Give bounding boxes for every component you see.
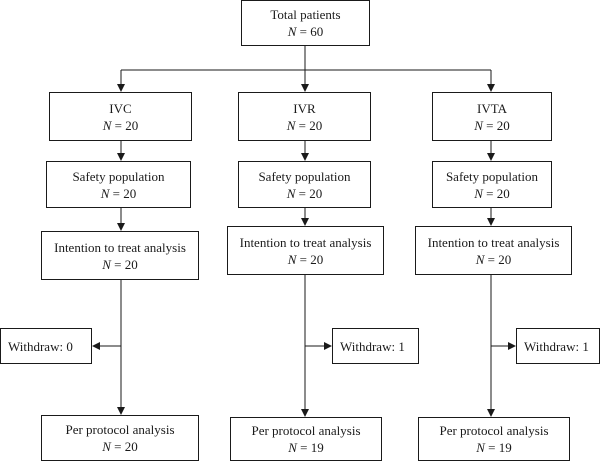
itt-box-ivc: Intention to treat analysis N = 20: [41, 231, 199, 280]
safety-count: N = 20: [100, 185, 137, 201]
itt-label: Intention to treat analysis: [239, 234, 372, 250]
itt-label: Intention to treat analysis: [54, 239, 186, 255]
withdraw-box-ivc: Withdraw: 0: [0, 328, 92, 364]
group-name: IVTA: [476, 100, 507, 116]
withdraw-box-ivr: Withdraw: 1: [332, 328, 419, 364]
pp-label: Per protocol analysis: [251, 423, 361, 438]
itt-label: Intention to treat analysis: [427, 234, 560, 250]
group-count: N = 20: [102, 117, 139, 133]
group-name: IVC: [109, 100, 132, 116]
itt-count: N = 20: [102, 256, 138, 272]
pp-count: N = 19: [288, 440, 324, 455]
safety-label: Safety population: [258, 168, 351, 184]
safety-label: Safety population: [445, 168, 539, 184]
pp-count: N = 20: [102, 439, 138, 454]
pp-label: Per protocol analysis: [65, 422, 175, 437]
pp-box-ivc: Per protocol analysis N = 20: [41, 415, 199, 461]
withdraw-box-ivta: Withdraw: 1: [516, 328, 600, 364]
total-patients-box: Total patients N = 60: [241, 0, 370, 46]
group-count: N = 20: [286, 117, 323, 133]
safety-count: N = 20: [286, 185, 323, 201]
pp-box-ivta: Per protocol analysis N = 19: [418, 417, 570, 461]
withdraw-label: Withdraw: 1: [340, 338, 405, 354]
group-count: N = 20: [474, 117, 510, 133]
withdraw-label: Withdraw: 1: [524, 338, 589, 354]
group-box-ivta: IVTA N = 20: [432, 92, 552, 141]
safety-box-ivta: Safety population N = 20: [432, 161, 552, 208]
group-name: IVR: [293, 100, 316, 116]
pp-box-ivr: Per protocol analysis N = 19: [230, 417, 382, 461]
itt-count: N = 20: [287, 251, 324, 267]
safety-box-ivc: Safety population N = 20: [46, 161, 191, 208]
itt-box-ivta: Intention to treat analysis N = 20: [415, 226, 572, 275]
pp-count: N = 19: [476, 440, 512, 455]
safety-box-ivr: Safety population N = 20: [238, 161, 371, 208]
safety-count: N = 20: [474, 185, 510, 201]
withdraw-label: Withdraw: 0: [8, 338, 73, 354]
group-box-ivc: IVC N = 20: [49, 92, 192, 141]
group-box-ivr: IVR N = 20: [238, 92, 371, 141]
safety-label: Safety population: [72, 168, 165, 184]
itt-count: N = 20: [475, 251, 512, 267]
total-patients-count: N = 60: [287, 24, 324, 39]
itt-box-ivr: Intention to treat analysis N = 20: [227, 226, 384, 275]
total-patients-label: Total patients: [270, 7, 341, 22]
pp-label: Per protocol analysis: [439, 423, 549, 438]
